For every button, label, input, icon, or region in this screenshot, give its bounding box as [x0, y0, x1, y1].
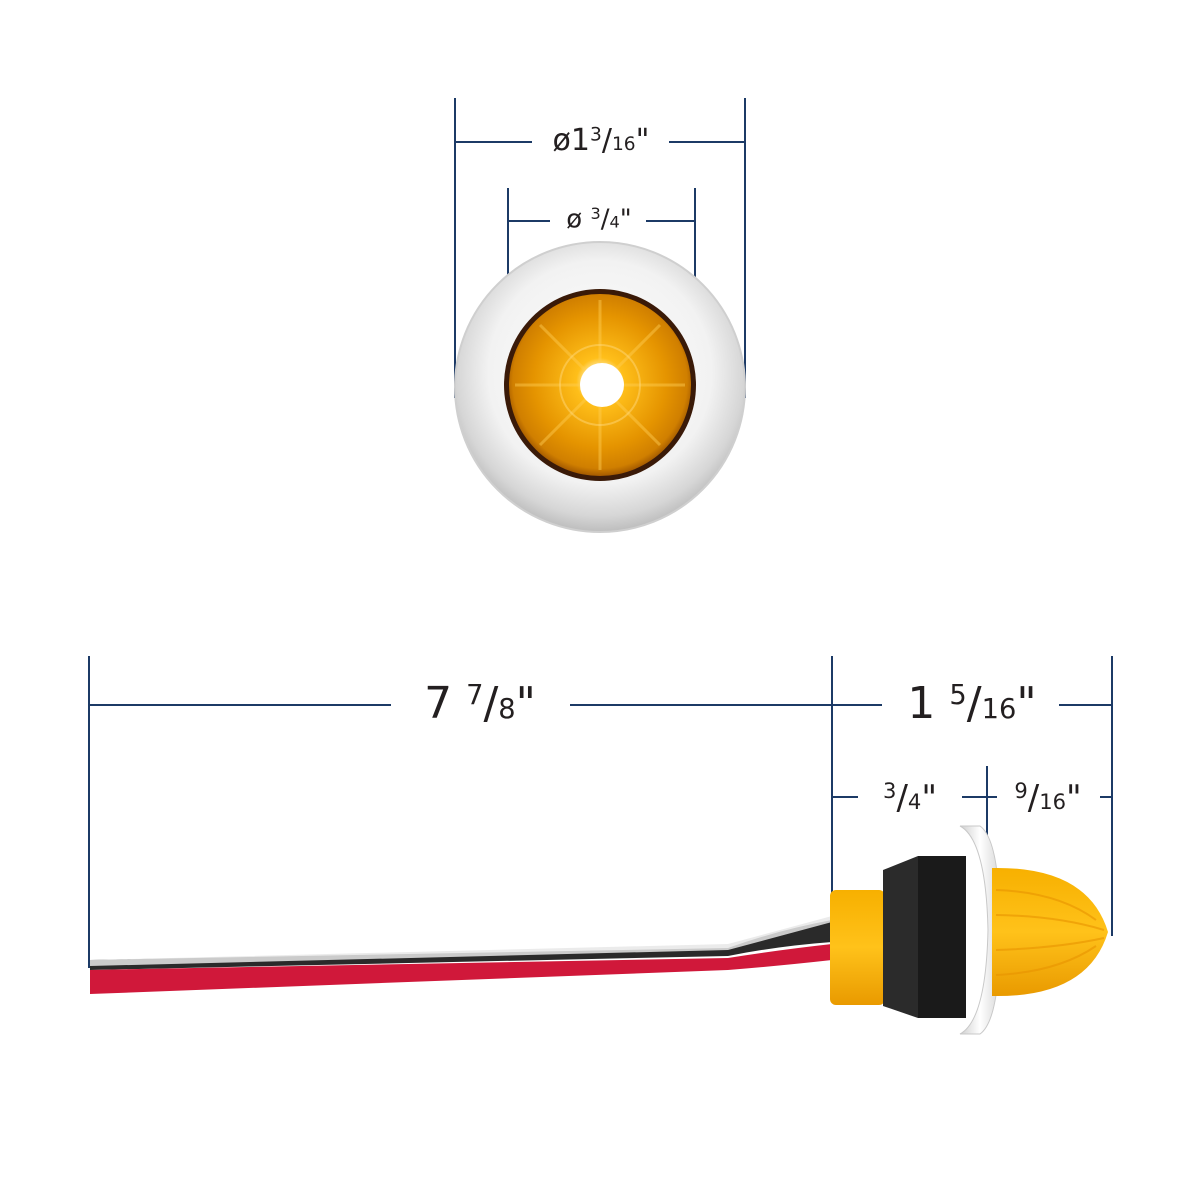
outer-diameter-label: ø13/16" [552, 123, 650, 158]
marker-light-front-graphic [454, 241, 746, 533]
marker-light-side-graphic [90, 825, 1108, 1035]
outer-diameter-right-extension [744, 98, 746, 398]
bezel-extension [986, 766, 988, 842]
body-depth-label: 3/4" [883, 777, 937, 818]
red-wire [90, 944, 832, 994]
lens-diameter-label: ø 3/4" [566, 204, 632, 235]
wire-length-label: 7 7/8" [424, 678, 536, 730]
body-depth-line-right [962, 796, 987, 798]
wire-length-left-extension [88, 656, 90, 968]
lens-protrusion-line-left [987, 796, 997, 798]
body-depth-line-left [832, 796, 858, 798]
body-left-extension [831, 656, 833, 896]
lens-diameter-line-left [508, 220, 550, 222]
outer-diameter-line-right [669, 141, 745, 143]
wire-length-line-left [89, 704, 391, 706]
outer-diameter-line-left [455, 141, 532, 143]
wire-length-line-right [570, 704, 832, 706]
lens-diameter-line-right [646, 220, 694, 222]
overall-depth-line-right [1059, 704, 1112, 706]
overall-depth-label: 1 5/16" [907, 678, 1037, 730]
outer-diameter-left-extension [454, 98, 456, 398]
lens-protrusion-label: 9/16" [1014, 777, 1082, 818]
overall-depth-line-left [832, 704, 882, 706]
lens-protrusion-line-right [1100, 796, 1112, 798]
lens-tip-extension [1111, 656, 1113, 936]
